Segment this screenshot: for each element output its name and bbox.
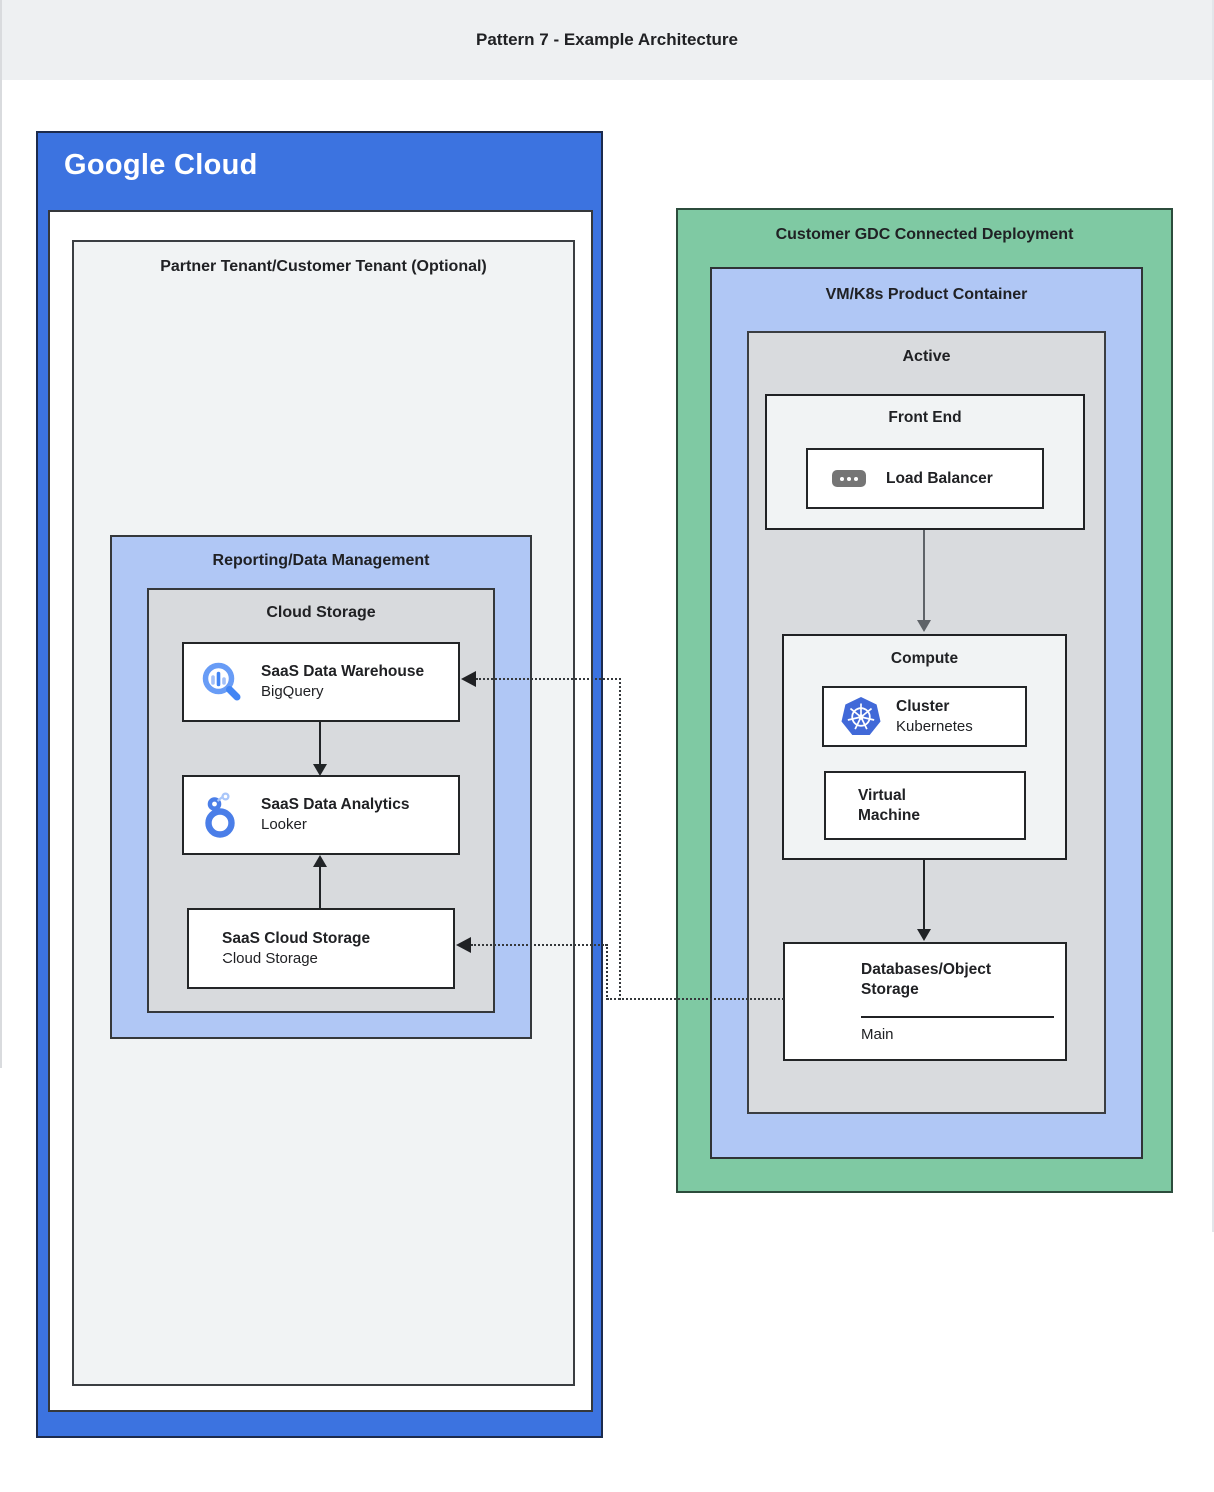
- card-title: SaaS Data Warehouse: [261, 663, 425, 681]
- card-title: Load Balancer: [886, 469, 993, 487]
- databases-divider: [861, 1016, 1054, 1018]
- reporting-data-management-box: Reporting/Data Management Cloud Storage: [110, 535, 532, 1039]
- partner-tenant-box: Partner Tenant/Customer Tenant (Optional…: [72, 240, 575, 1386]
- active-title: Active: [902, 348, 951, 365]
- compute-to-databases-arrow-line: [923, 860, 925, 929]
- card-title: Databases/Object Storage: [861, 961, 992, 998]
- card-subtitle: Looker: [261, 816, 307, 834]
- dotted-line-h-storage: [471, 944, 607, 946]
- google-cloud-logo: Google Cloud: [64, 149, 258, 181]
- vm-k8s-product-container: VM/K8s Product Container Active Front En…: [710, 267, 1143, 1159]
- reporting-title: Reporting/Data Management: [212, 552, 430, 569]
- kubernetes-icon: [838, 695, 884, 739]
- diagram-title: Pattern 7 - Example Architecture: [475, 30, 738, 49]
- dotted-line-v-warehouse: [619, 678, 621, 1000]
- saas-cloud-storage-card: SaaS Cloud Storage Cloud Storage: [187, 908, 455, 989]
- load-balancer-icon: [832, 470, 866, 487]
- front-end-box: Front End Load Balancer: [765, 394, 1085, 530]
- google-cloud-container: Google Cloud Partner Tenant/Customer Ten…: [36, 131, 603, 1438]
- diagram-title-bar: Pattern 7 - Example Architecture: [2, 0, 1212, 80]
- cluster-card: Cluster Kubernetes: [822, 686, 1027, 747]
- cloud-storage-group-title: Cloud Storage: [266, 604, 376, 621]
- card-title: SaaS Data Analytics: [261, 796, 410, 814]
- page-right-edge: [1212, 0, 1214, 1232]
- gdc-deployment-container: Customer GDC Connected Deployment VM/K8s…: [676, 208, 1173, 1193]
- vm-k8s-title: VM/K8s Product Container: [825, 286, 1028, 303]
- active-box: Active Front End Load Balancer Compute: [747, 331, 1106, 1114]
- page-left-edge: [0, 0, 2, 1068]
- saas-data-analytics-card: SaaS Data Analytics Looker: [182, 775, 460, 855]
- partner-tenant-title: Partner Tenant/Customer Tenant (Optional…: [160, 258, 487, 275]
- frontend-to-compute-arrow-line: [923, 530, 925, 620]
- warehouse-to-analytics-arrowhead: [313, 764, 327, 776]
- card-title: Virtual Machine: [858, 786, 921, 824]
- bigquery-icon: [200, 660, 244, 704]
- databases-main-label: Main: [861, 1026, 894, 1043]
- dotted-arrowhead-to-warehouse: [461, 671, 476, 687]
- frontend-to-compute-arrowhead: [917, 620, 931, 632]
- load-balancer-card: Load Balancer: [806, 448, 1044, 509]
- databases-object-storage-card: Databases/Object Storage Main: [783, 942, 1067, 1061]
- storage-to-analytics-arrow-line: [319, 866, 321, 908]
- compute-title: Compute: [890, 650, 959, 667]
- card-subtitle: Cloud Storage: [222, 949, 318, 967]
- dotted-line-h-warehouse: [476, 678, 621, 680]
- front-end-title: Front End: [888, 409, 962, 426]
- card-subtitle: Kubernetes: [896, 717, 973, 735]
- storage-to-analytics-arrowhead: [313, 855, 327, 867]
- virtual-machine-card: Virtual Machine: [824, 771, 1026, 840]
- dotted-line-h-databases: [607, 998, 784, 1000]
- card-subtitle: BigQuery: [261, 683, 324, 701]
- compute-box: Compute: [782, 634, 1067, 860]
- compute-to-databases-arrowhead: [917, 929, 931, 941]
- looker-icon: [200, 792, 244, 838]
- card-title: SaaS Cloud Storage: [222, 929, 371, 947]
- saas-data-warehouse-card: SaaS Data Warehouse BigQuery: [182, 642, 460, 722]
- gdc-title: Customer GDC Connected Deployment: [775, 226, 1074, 243]
- card-title: Cluster: [896, 697, 950, 715]
- dotted-arrowhead-to-storage: [456, 937, 471, 953]
- google-cloud-inner-panel: Partner Tenant/Customer Tenant (Optional…: [48, 210, 593, 1412]
- warehouse-to-analytics-arrow-line: [319, 722, 321, 764]
- cloud-storage-group-box: Cloud Storage: [147, 588, 495, 1013]
- dotted-line-v-storage: [606, 944, 608, 1000]
